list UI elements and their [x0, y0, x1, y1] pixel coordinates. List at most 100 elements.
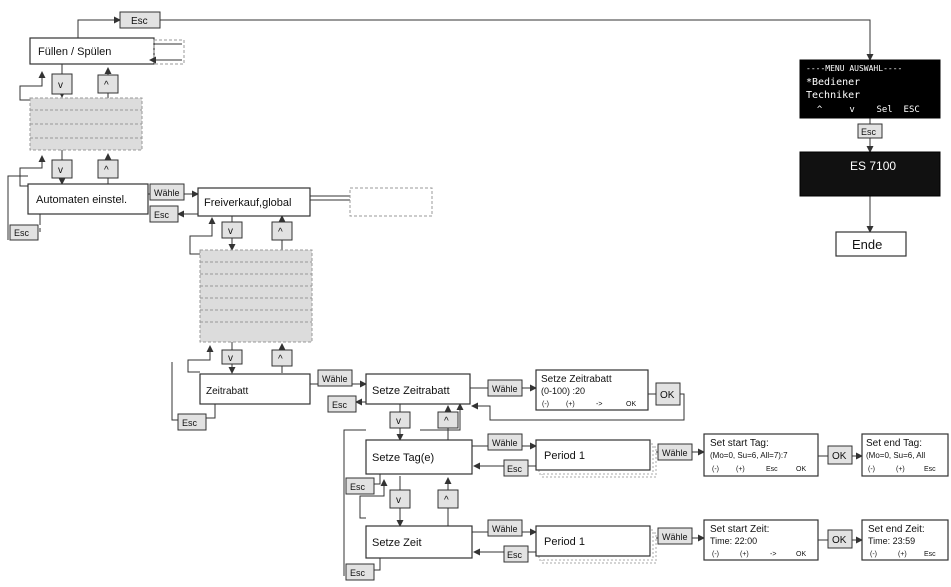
diagram-text: ^ v Sel ESC	[806, 105, 920, 115]
diagram-text: (+)	[736, 466, 745, 473]
diagram-text: ->	[770, 551, 776, 558]
period1-zeit-label: Period 1	[544, 536, 585, 548]
period1-zeit-stack: Period 1	[535, 525, 657, 564]
zeitrabatt-node: Zeitrabatt	[199, 373, 311, 405]
diagram-text: ^	[444, 495, 449, 506]
period1-tag-stack: Period 1	[535, 439, 657, 478]
diagram-text: Esc	[332, 400, 348, 410]
down-key-1[interactable]: v	[51, 73, 73, 95]
waehle-key-period-tag[interactable]: Wähle	[657, 443, 693, 461]
end-tag-screen: Set end Tag: (Mo=0, Su=6, All (-) (+) Es…	[861, 433, 949, 477]
esc-key-freiverkauf[interactable]: Esc	[149, 205, 179, 223]
setze-zeitrabatt-label: Setze Zeitrabatt	[372, 385, 450, 397]
setze-zeit-node: Setze Zeit	[365, 525, 473, 559]
up-key-1[interactable]: ^	[97, 74, 119, 94]
diagram-text: Esc	[350, 568, 366, 578]
diagram-text: OK	[796, 551, 806, 558]
diagram-text: Set start Zeit:	[710, 524, 769, 535]
diagram-text: OK	[796, 466, 806, 473]
esc-key-menu[interactable]: Esc	[857, 123, 883, 139]
down-key-6[interactable]: v	[389, 489, 411, 509]
diagram-text: (-)	[868, 466, 875, 473]
up-key-2[interactable]: ^	[97, 159, 119, 179]
diagram-text: (+)	[896, 466, 905, 473]
connectors	[7, 16, 874, 576]
diagram-text: Esc	[350, 482, 366, 492]
esc-key-setze-tag[interactable]: Esc	[345, 477, 375, 495]
setze-tag-label: Setze Tag(e)	[372, 452, 434, 464]
down-key-4[interactable]: v	[221, 349, 243, 365]
diagram-text: v	[58, 165, 63, 176]
waehle-key-zeitrabatt[interactable]: Wähle	[317, 369, 353, 387]
ende-node: Ende	[835, 231, 907, 257]
end-zeit-screen: Set end Zeit: Time: 23:59 (-) (+) Esc	[861, 519, 949, 561]
zeitrabatt-entry-screen: Setze Zeitrabatt (0-100) :20 (-) (+) -> …	[535, 369, 649, 411]
diagram-text: Set end Tag:	[866, 438, 922, 449]
freiverkauf-side-placeholder	[349, 187, 433, 217]
diagram-text: OK	[832, 535, 847, 546]
diagram-text: ->	[596, 401, 602, 408]
diagram-text: ^	[278, 227, 283, 238]
diagram-text: ^	[444, 416, 449, 427]
start-zeit-screen: Set start Zeit: Time: 22:00 (-) (+) -> O…	[703, 519, 819, 561]
up-key-6[interactable]: ^	[437, 489, 459, 509]
diagram-text: (+)	[898, 551, 907, 558]
diagram-text: (-)	[712, 466, 719, 473]
diagram-text: ----MENU AUSWAHL----	[806, 64, 902, 73]
esc-key-period-zeit[interactable]: Esc	[503, 545, 529, 563]
up-key-5[interactable]: ^	[437, 411, 459, 429]
diagram-text: Set start Tag:	[710, 438, 769, 449]
ok-key-zeitrabatt[interactable]: OK	[655, 382, 681, 406]
down-key-5[interactable]: v	[389, 411, 411, 429]
diagram-text: ^	[278, 354, 283, 365]
esc-key-top[interactable]: Esc	[119, 11, 161, 29]
diagram-text: OK	[660, 390, 675, 401]
diagram-text: Techniker	[806, 90, 860, 101]
diagram-text: v	[58, 80, 63, 91]
esc-key-period-tag[interactable]: Esc	[503, 459, 529, 477]
diagram-text: Setze Zeitrabatt	[541, 374, 612, 385]
waehle-key-automaten[interactable]: Wähle	[149, 183, 185, 201]
freiverkauf-label: Freiverkauf,global	[204, 197, 291, 209]
diagram-text: Wähle	[492, 438, 518, 448]
waehle-key-setze-zeit[interactable]: Wähle	[487, 519, 523, 537]
diagram-text: Wähle	[662, 448, 688, 458]
ok-key-start-zeit[interactable]: OK	[827, 529, 853, 549]
down-key-2[interactable]: v	[51, 159, 73, 179]
diagram-text: Esc	[131, 16, 148, 27]
up-key-3[interactable]: ^	[271, 221, 293, 241]
period1-tag-label: Period 1	[544, 450, 585, 462]
esc-key-zeitrabatt[interactable]: Esc	[177, 413, 207, 431]
diagram-text: (-)	[542, 401, 549, 408]
diagram-text: Esc	[861, 127, 877, 137]
up-key-4[interactable]: ^	[271, 349, 293, 367]
esc-key-automaten[interactable]: Esc	[9, 224, 39, 241]
diagram-text: Esc	[507, 464, 523, 474]
diagram-text: Wähle	[322, 374, 348, 384]
diagram-text: Esc	[924, 466, 936, 473]
diagram-text: v	[228, 353, 233, 364]
waehle-key-setze-tag[interactable]: Wähle	[487, 433, 523, 451]
esc-key-setze-zeitrabatt[interactable]: Esc	[327, 395, 357, 413]
fuellen-node: Füllen / Spülen	[29, 37, 155, 65]
down-key-3[interactable]: v	[221, 221, 243, 239]
diagram-text: v	[396, 495, 401, 506]
diagram-text: (-)	[712, 551, 719, 558]
menu-display: ----MENU AUSWAHL---- *Bediener Techniker…	[799, 59, 941, 119]
diagram-text: Esc	[924, 551, 936, 558]
waehle-key-period-zeit[interactable]: Wähle	[657, 527, 693, 545]
fuellen-side-placeholder	[153, 39, 185, 65]
esc-key-setze-zeit[interactable]: Esc	[345, 563, 375, 581]
diagram-text: ^	[104, 80, 109, 91]
fuellen-label: Füllen / Spülen	[38, 46, 111, 58]
setze-zeitrabatt-node: Setze Zeitrabatt	[365, 373, 471, 405]
diagram-text: Set end Zeit:	[868, 524, 925, 535]
es7100-label: ES 7100	[850, 159, 896, 173]
ok-key-start-tag[interactable]: OK	[827, 445, 853, 465]
diagram-text: (Mo=0, Su=6, All=7):7	[710, 451, 788, 460]
diagram-text: Esc	[14, 228, 30, 238]
diagram-text: Wähle	[492, 384, 518, 394]
waehle-key-setze-zeitrabatt[interactable]: Wähle	[487, 379, 523, 397]
diagram-text: Wähle	[662, 532, 688, 542]
